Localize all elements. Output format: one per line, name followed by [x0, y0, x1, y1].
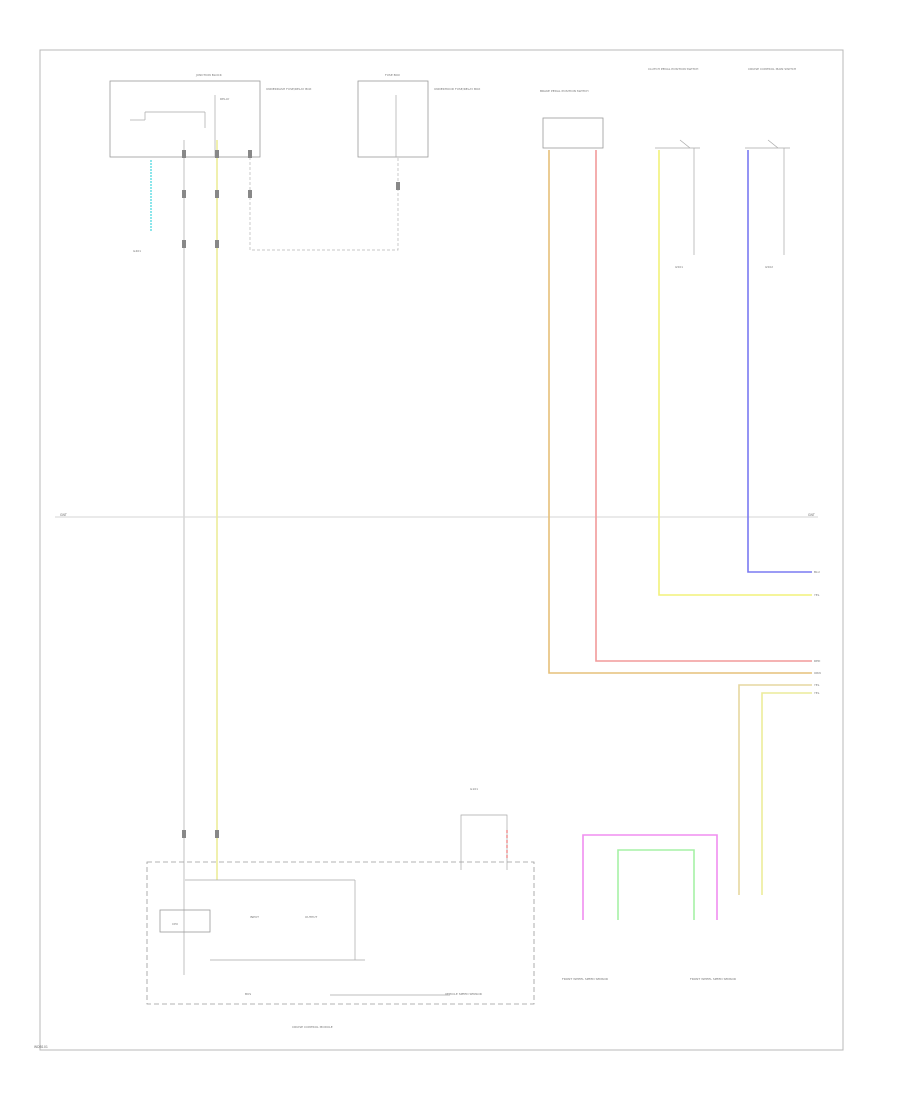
junction-relay-label: RELAY — [220, 97, 230, 101]
clutch-switch-label: CLUTCH PEDAL POSITION SWITCH — [648, 67, 698, 71]
module-input-label: INPUT — [250, 915, 259, 919]
page-id-label: WDB101 — [34, 1045, 48, 1049]
wire-tan-b — [761, 692, 812, 895]
module-cpu-label: CPU — [172, 922, 178, 926]
terminal-1: BLU — [814, 570, 820, 574]
front-right-sensor-label: FRONT WHEEL SPEED SENSOR — [690, 977, 736, 981]
vss-label: VEHICLE SPEED SENSOR — [445, 992, 482, 996]
wire-yellow — [658, 150, 812, 596]
brake-switch-label: BRAKE PEDAL POSITION SWITCH — [540, 89, 589, 93]
module-bus-label: BUS — [245, 992, 251, 996]
cruise-control-module: CRUISE CONTROL MODULE CPU INPUT OUTPUT B… — [146, 861, 535, 1029]
dashed-link — [249, 157, 399, 251]
clutch-switch: CLUTCH PEDAL POSITION SWITCH — [648, 67, 700, 149]
front-left-sensor-label: FRONT WHEEL SPEED SENSOR — [562, 977, 608, 981]
connector-marks-left — [182, 150, 400, 838]
ground-mid-label: G501 — [675, 265, 683, 269]
terminal-5: YEL — [814, 683, 820, 687]
gnt-left-label: GNT — [60, 513, 67, 517]
fuse-box-top: FUSE BOX UNDERHOOD FUSE/RELAY BOX — [357, 73, 480, 158]
wire-green — [617, 849, 695, 920]
gnt-right-label: GNT — [808, 513, 815, 517]
ground-right-label: G502 — [765, 265, 773, 269]
wire-red — [595, 150, 812, 662]
terminal-4: ORN — [814, 671, 821, 675]
main-switch-label: CRUISE CONTROL MAIN SWITCH — [748, 67, 796, 71]
junction-block-title: JUNCTION BLOCK — [195, 73, 223, 77]
center-ground-label: G101 — [470, 787, 478, 791]
terminal-6: YEL — [814, 691, 820, 695]
fuse-box-note: UNDERHOOD FUSE/RELAY BOX — [434, 87, 480, 91]
module-output-label: OUTPUT — [305, 915, 317, 919]
right-terminal-labels: BLU YEL RED ORN YEL YEL — [814, 570, 821, 695]
wire-orange — [548, 150, 812, 674]
terminal-2: YEL — [814, 593, 820, 597]
module-title: CRUISE CONTROL MODULE — [292, 1025, 333, 1029]
junction-block-note: UNDERDASH FUSE/RELAY BOX — [266, 87, 311, 91]
ground-left-label: G401 — [133, 249, 141, 253]
brake-switch: BRAKE PEDAL POSITION SWITCH — [540, 89, 604, 149]
main-switch: CRUISE CONTROL MAIN SWITCH — [745, 67, 796, 149]
wire-blue — [747, 150, 812, 573]
wire-tan-a — [738, 684, 812, 895]
terminal-3: RED — [814, 659, 821, 663]
diagram-frame — [39, 49, 844, 1051]
junction-block-top: JUNCTION BLOCK UNDERDASH FUSE/RELAY BOX … — [109, 73, 311, 158]
fuse-box-title: FUSE BOX — [385, 73, 400, 77]
wire-magenta — [582, 834, 718, 920]
